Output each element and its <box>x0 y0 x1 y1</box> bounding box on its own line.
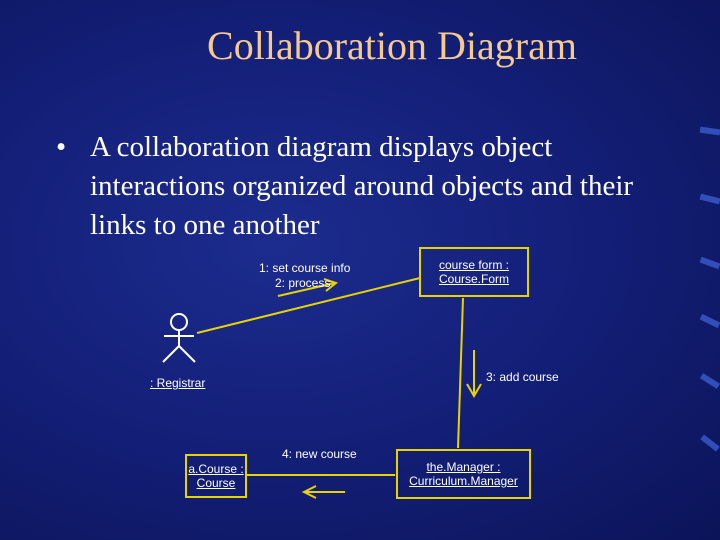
arrow-message-1-2 <box>277 278 339 297</box>
background-stripes <box>699 126 720 452</box>
object-manager-name: the.Manager : <box>426 460 501 474</box>
object-course-form[interactable]: course form : Course.Form <box>419 247 529 297</box>
object-course[interactable]: a.Course : Course <box>185 454 247 498</box>
arrow-message-3 <box>466 350 482 398</box>
message-label-2: 2: process <box>275 276 331 290</box>
message-label-4: 4: new course <box>282 447 357 461</box>
object-course-class: Course <box>196 476 236 490</box>
object-manager-class: Curriculum.Manager <box>409 474 518 488</box>
message-label-1: 1: set course info <box>259 261 351 275</box>
object-course-form-class: Course.Form <box>438 272 509 286</box>
object-course-name: a.Course : <box>188 462 244 476</box>
object-curriculum-manager[interactable]: the.Manager : Curriculum.Manager <box>396 449 531 499</box>
registrar-actor-figure <box>162 313 196 363</box>
arrow-message-4 <box>301 485 345 499</box>
object-course-form-name: course form : <box>438 258 510 272</box>
bullet-text: A collaboration diagram displays object … <box>90 131 634 241</box>
slide-title: Collaboration Diagram <box>207 23 577 68</box>
bullet-marker: • <box>56 131 67 163</box>
link-courseform-manager <box>457 297 464 449</box>
actor-label: : Registrar <box>150 376 206 390</box>
link-actor-courseform <box>196 277 421 334</box>
message-label-3: 3: add course <box>486 370 559 384</box>
